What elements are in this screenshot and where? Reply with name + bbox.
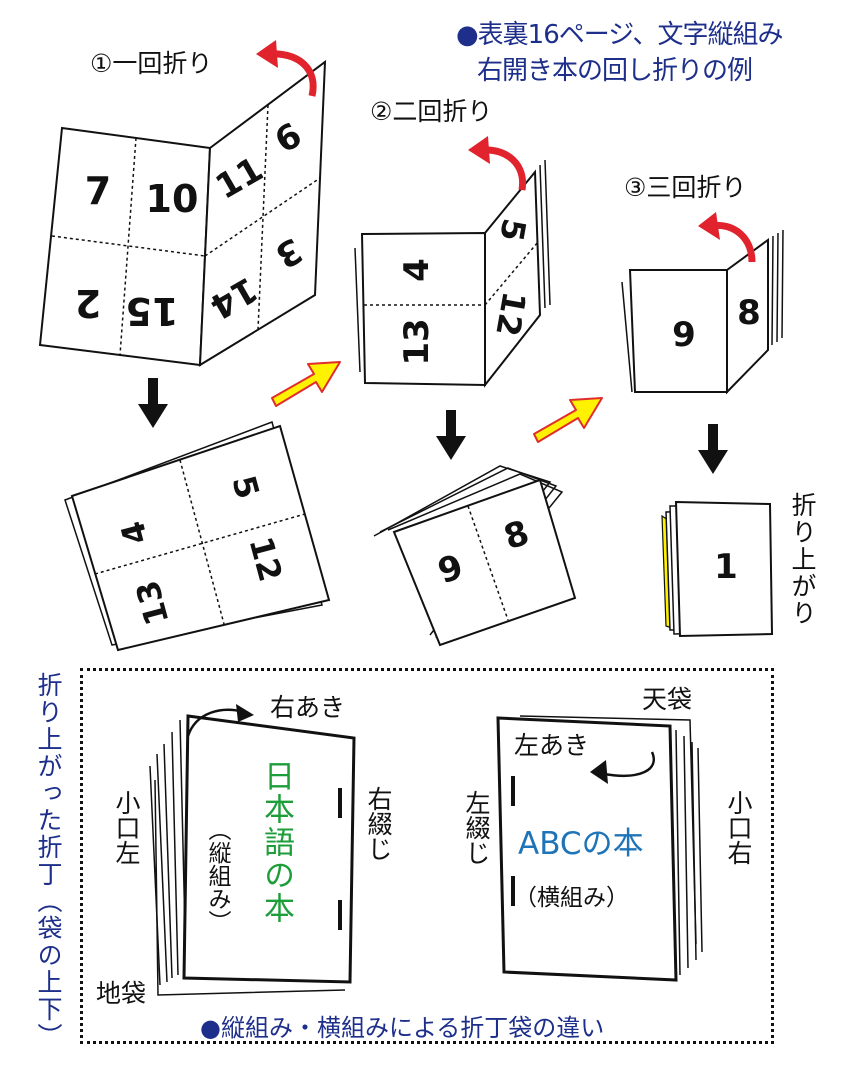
- left-book-bottom-pocket: 地袋: [96, 979, 147, 1008]
- page-1-finished: 1: [714, 547, 738, 587]
- right-book-top-pocket: 天袋: [642, 685, 693, 714]
- right-book-koguchi: 小口右: [724, 790, 753, 865]
- fold-arrow-2-head: [468, 136, 490, 164]
- sheet-fold1: [38, 59, 327, 367]
- fold-arrow-3-head: [698, 212, 720, 240]
- left-book: [149, 704, 356, 996]
- step-label-finished: 折り上がり: [788, 492, 817, 627]
- left-book-koguchi: 小口左: [112, 790, 141, 865]
- step-label-fold1: ①一回折り: [90, 49, 213, 78]
- side-caption: 折り上がった折丁（袋の上下）: [34, 672, 63, 1050]
- page-4-step2: 4: [397, 258, 437, 282]
- left-book-subtitle: （縦組み）: [204, 818, 230, 933]
- left-book-binding: 右綴じ: [364, 786, 393, 861]
- page-8-step3: 8: [737, 293, 761, 333]
- page-13-step2: 13: [397, 318, 437, 365]
- step-label-fold2: ②二回折り: [370, 97, 493, 126]
- left-book-open-label: 右あき: [270, 693, 346, 722]
- title-line-2: 右開き本の回し折りの例: [477, 56, 753, 86]
- right-book-subtitle: （横組み）: [514, 885, 629, 911]
- page-9-step3: 9: [672, 315, 696, 355]
- down-arrow-2: [436, 410, 466, 460]
- page-7: 7: [85, 169, 111, 213]
- page-15: 15: [126, 289, 179, 333]
- step-label-fold3: ③三回折り: [624, 173, 747, 202]
- down-arrow-1: [138, 378, 168, 428]
- diag-arrow-2: [533, 397, 603, 443]
- left-book-title: 日本語の本: [258, 760, 294, 925]
- fold-arrow-1: [267, 50, 317, 97]
- finished-booklet: [661, 500, 774, 638]
- right-book-open-label: 左あき: [514, 731, 590, 760]
- page-12-step2: 12: [488, 289, 533, 339]
- right-book: [496, 715, 703, 982]
- result-sheet-1: [64, 421, 331, 652]
- down-arrow-3: [698, 424, 728, 474]
- comparison-caption: ●縦組み・横組みによる折丁袋の違い: [200, 1014, 605, 1042]
- right-book-title: ABCの本: [518, 826, 644, 862]
- right-book-binding: 左綴じ: [462, 790, 491, 865]
- page-10: 10: [146, 177, 199, 221]
- title-line-1: ●表裏16ページ、文字縦組み: [456, 20, 783, 50]
- fold-arrow-1-head: [256, 40, 278, 68]
- comparison-frame: [80, 668, 774, 1044]
- diag-arrow-1: [271, 361, 341, 407]
- folding-steps-svg: 7 10 2 15 11 6 14 3 4 13 5 12: [38, 40, 784, 652]
- page-2: 2: [75, 281, 101, 325]
- sheet-fold2: [354, 159, 551, 388]
- result-sheet-2: [373, 465, 577, 647]
- sheet-fold3: [621, 229, 784, 395]
